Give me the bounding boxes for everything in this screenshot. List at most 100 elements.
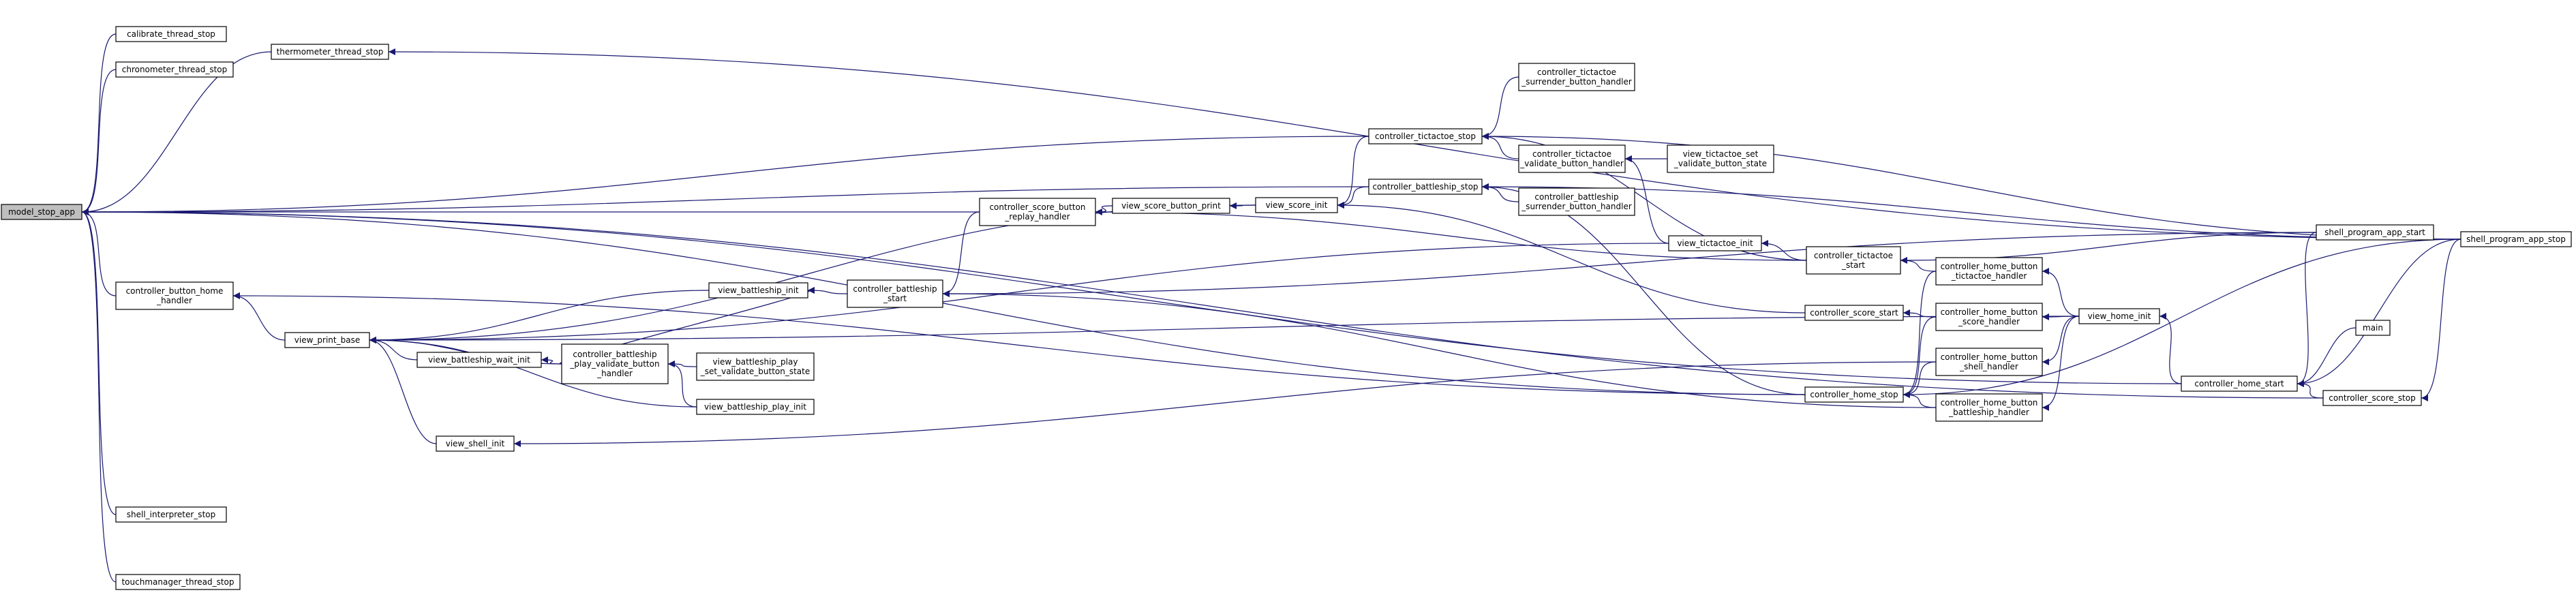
node-label: controller_tictactoe	[1814, 251, 1893, 260]
edge-view-home-init-to-controller-home-button-tictactoe-handler	[2042, 268, 2080, 317]
edge-view-tictactoe-init-to-controller-tictactoe-validate-button-handler	[1624, 155, 1669, 244]
node-box	[436, 435, 515, 452]
node-view-shell-init[interactable]: view_shell_init	[436, 435, 515, 452]
edge-controller-battleship-play-validate-button-handler-to-view-battleship-wait-init	[541, 356, 562, 365]
node-controller-battleship-play-validate-button-handler[interactable]: controller_battleship_play_validate_butt…	[561, 343, 669, 384]
node-controller-home-button-score-handler[interactable]: controller_home_button_score_handler	[1935, 303, 2043, 331]
node-label: controller_button_home	[126, 286, 224, 296]
edge-view-tictactoe-init-to-view-print-base	[369, 243, 1669, 343]
node-box	[115, 26, 227, 42]
node-label: model_stop_app	[8, 207, 75, 217]
node-controller-tictactoe-validate-button-handler[interactable]: controller_tictactoe_validate_button_han…	[1518, 144, 1626, 173]
edge-controller-home-start-to-model-stop-app	[81, 209, 2182, 384]
edge-view-score-init-to-view-score-button-print	[1229, 202, 1256, 209]
edge-view-score-init-to-view-print-base	[369, 204, 1256, 343]
edge-controller-home-button-shell-handler-to-controller-home-stop	[1903, 361, 1937, 398]
node-label: calibrate_thread_stop	[127, 29, 215, 39]
node-controller-battleship-stop[interactable]: controller_battleship_stop	[1368, 179, 1483, 195]
node-view-battleship-play-init[interactable]: view_battleship_play_init	[696, 399, 815, 415]
node-label: controller_home_stop	[1810, 390, 1898, 399]
node-box	[2316, 224, 2434, 241]
edge-chronometer-thread-stop-to-model-stop-app	[81, 69, 117, 215]
edge-calibrate-thread-stop-to-model-stop-app	[81, 33, 117, 215]
node-controller-score-start[interactable]: controller_score_start	[1804, 305, 1904, 321]
node-box	[1518, 187, 1635, 216]
node-box	[561, 343, 669, 384]
node-box	[979, 198, 1096, 226]
node-view-print-base[interactable]: view_print_base	[284, 332, 370, 348]
node-model-stop-app[interactable]: model_stop_app	[1, 204, 82, 220]
node-box	[1935, 303, 2043, 331]
node-label: touchmanager_thread_stop	[121, 577, 234, 587]
edge-controller-battleship-start-to-view-battleship-init	[807, 287, 848, 294]
node-label: controller_battleship	[573, 350, 656, 359]
node-box	[1935, 393, 2043, 422]
node-touchmanager-thread-stop[interactable]: touchmanager_thread_stop	[115, 574, 241, 590]
edge-view-battleship-init-to-view-print-base	[369, 290, 710, 343]
node-label: _validate_button_state	[1673, 159, 1767, 168]
node-box	[1667, 144, 1774, 173]
node-controller-battleship-start[interactable]: controller_battleship_start	[847, 279, 943, 308]
node-box	[1255, 197, 1338, 213]
node-label: _start	[883, 294, 907, 303]
node-view-battleship-wait-init[interactable]: view_battleship_wait_init	[416, 352, 542, 368]
node-box	[1806, 246, 1901, 275]
node-calibrate-thread-stop[interactable]: calibrate_thread_stop	[115, 26, 227, 42]
node-box	[416, 352, 542, 368]
node-controller-home-stop[interactable]: controller_home_stop	[1804, 386, 1904, 403]
node-controller-tictactoe-surrender-button-handler[interactable]: controller_tictactoe_surrender_button_ha…	[1518, 63, 1635, 91]
node-label: _handler	[156, 296, 192, 305]
node-view-battleship-play-set-validate-button-state[interactable]: view_battleship_play_set_validate_button…	[696, 352, 815, 381]
node-controller-tictactoe-start[interactable]: controller_tictactoe_start	[1806, 246, 1901, 275]
node-view-tictactoe-init[interactable]: view_tictactoe_init	[1668, 235, 1762, 251]
node-label: _surrender_button_handler	[1521, 77, 1632, 87]
node-label: view_score_button_print	[1121, 201, 1221, 211]
node-controller-battleship-surrender-button-handler[interactable]: controller_battleship_surrender_button_h…	[1518, 187, 1635, 216]
node-main[interactable]: main	[2355, 320, 2391, 336]
edge-controller-home-button-battleship-handler-to-controller-battleship-start	[942, 290, 1937, 408]
edge-controller-tictactoe-validate-button-handler-to-controller-tictactoe-stop	[1481, 133, 1519, 159]
node-view-score-button-print[interactable]: view_score_button_print	[1112, 198, 1230, 214]
node-controller-tictactoe-stop[interactable]: controller_tictactoe_stop	[1368, 128, 1483, 144]
node-label: _play_validate_button	[569, 359, 659, 369]
edge-controller-home-button-tictactoe-handler-to-controller-tictactoe-start	[1900, 257, 1937, 272]
node-controller-score-button-replay-handler[interactable]: controller_score_button_replay_handler	[979, 198, 1096, 226]
edge-controller-tictactoe-start-to-controller-tictactoe-stop	[1481, 133, 1807, 261]
node-controller-home-button-battleship-handler[interactable]: controller_home_button_battleship_handle…	[1935, 393, 2043, 422]
node-label: thermometer_thread_stop	[277, 47, 384, 57]
edge-view-home-init-to-view-print-base	[369, 316, 2080, 343]
node-label: view_tictactoe_init	[1677, 239, 1753, 248]
edge-controller-home-button-score-handler-to-controller-score-start	[1903, 309, 1937, 318]
node-thermometer-thread-stop[interactable]: thermometer_thread_stop	[271, 44, 389, 60]
node-view-score-init[interactable]: view_score_init	[1255, 197, 1338, 213]
node-label: _battleship_handler	[1948, 408, 2029, 417]
node-label: controller_score_stop	[2329, 393, 2415, 403]
node-chronometer-thread-stop[interactable]: chronometer_thread_stop	[115, 61, 234, 78]
node-box	[1518, 144, 1626, 173]
node-view-home-init[interactable]: view_home_init	[2078, 308, 2160, 324]
node-controller-button-home-handler[interactable]: controller_button_home_handler	[115, 281, 234, 310]
node-shell-program-app-stop[interactable]: shell_program_app_stop	[2460, 231, 2572, 247]
edge-touchmanager-thread-stop-to-model-stop-app	[81, 209, 117, 583]
edge-controller-home-button-shell-handler-to-view-shell-init	[513, 361, 1937, 447]
edge-controller-tictactoe-start-to-view-tictactoe-init	[1761, 240, 1807, 261]
node-label: view_tictactoe_set	[1683, 149, 1759, 159]
node-view-tictactoe-set-validate-button-state[interactable]: view_tictactoe_set_validate_button_state	[1667, 144, 1774, 173]
node-box	[115, 506, 227, 523]
node-controller-home-button-tictactoe-handler[interactable]: controller_home_button_tictactoe_handler	[1935, 257, 2043, 286]
node-controller-home-start[interactable]: controller_home_start	[2181, 376, 2298, 392]
node-shell-program-app-start[interactable]: shell_program_app_start	[2316, 224, 2434, 241]
edge-view-score-button-print-to-controller-score-button-replay-handler	[1095, 205, 1113, 215]
node-shell-interpreter-stop[interactable]: shell_interpreter_stop	[115, 506, 227, 523]
node-label: view_score_init	[1266, 200, 1328, 210]
node-box	[1112, 198, 1230, 214]
node-box	[1804, 305, 1904, 321]
node-label: _score_handler	[1958, 317, 2020, 326]
edge-controller-score-start-to-view-score-init	[1337, 202, 1806, 313]
node-controller-score-stop[interactable]: controller_score_stop	[2322, 390, 2422, 406]
node-label: view_print_base	[294, 335, 360, 345]
node-view-battleship-init[interactable]: view_battleship_init	[708, 282, 808, 298]
node-controller-home-button-shell-handler[interactable]: controller_home_button_shell_handler	[1935, 348, 2043, 376]
edge-view-home-init-to-controller-home-button-shell-handler	[2042, 316, 2080, 365]
